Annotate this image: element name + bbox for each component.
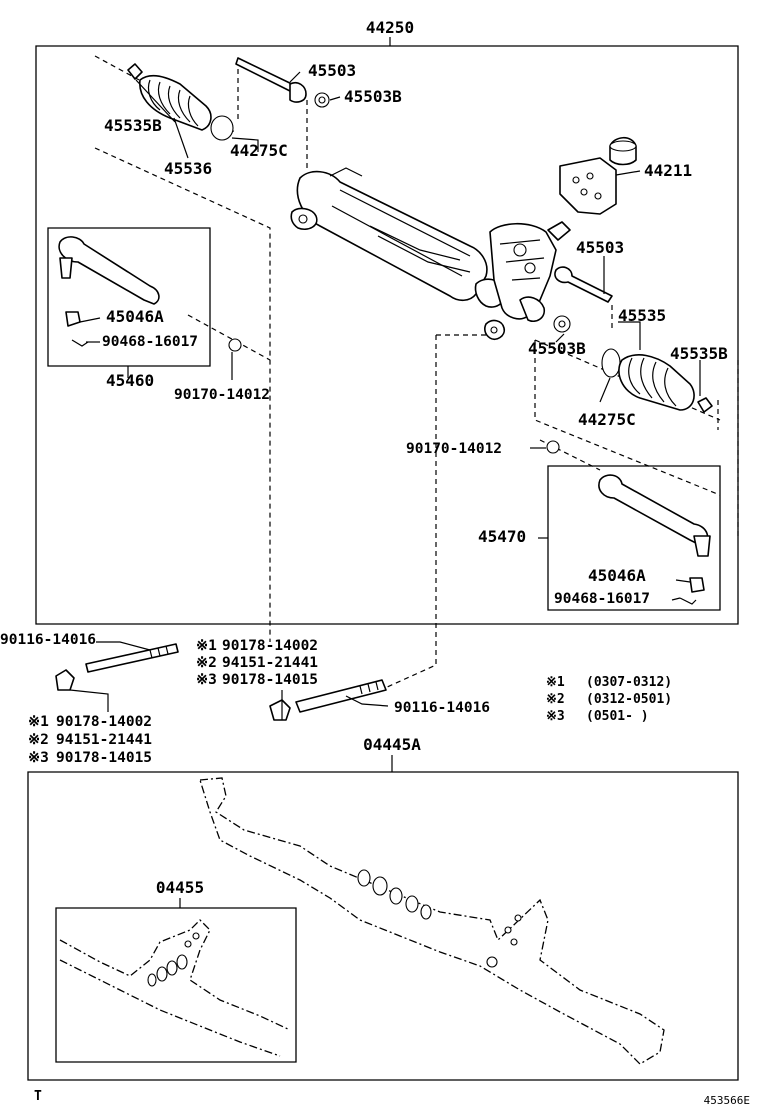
mounting-studs	[55, 643, 387, 721]
boot-left-group	[127, 63, 234, 141]
label-clip-right: 45535	[618, 306, 666, 325]
part-labels: 45503 45503B 45535B 45536 44275C 44211 4…	[0, 61, 728, 766]
o-ring-left-icon	[210, 115, 234, 141]
nut-variant-upper-3-mark: ※3	[196, 672, 217, 688]
tie-rod-end-right-icon	[598, 474, 709, 547]
tie-rod-right-icon	[554, 266, 613, 303]
label-ring-left: 44275C	[230, 141, 288, 160]
castle-nut-right-icon	[689, 577, 705, 593]
rack-housing	[290, 167, 571, 341]
label-tie-rod-upper: 45503	[308, 61, 356, 80]
o-ring-right-icon	[601, 348, 621, 378]
label-cotter-pin-left: 90468-16017	[102, 334, 198, 350]
stud-right-icon	[295, 679, 387, 713]
nut-variant-lower-3-part: 90178-14015	[56, 750, 152, 766]
date-note-2-range: (0312-0501)	[586, 692, 672, 707]
label-boot-left: 45536	[164, 159, 212, 178]
cotter-nut-right-icon	[546, 440, 560, 454]
nut-variant-lower-3-mark: ※3	[28, 750, 49, 766]
tie-rod-end-left-icon	[58, 236, 160, 305]
kit-label: 04445A	[363, 735, 421, 754]
nut-variant-upper-3-part: 90178-14015	[222, 672, 318, 688]
nut-variant-lower-2-mark: ※2	[28, 732, 49, 748]
label-cotter-pin-right: 90468-16017	[554, 591, 650, 607]
valve-outline-ghost-icon	[59, 919, 291, 1057]
nut-variant-upper-1-mark: ※1	[196, 638, 217, 654]
nut-variant-upper-1-part: 90178-14002	[222, 638, 318, 654]
label-cotter-nut-left: 90170-14012	[174, 387, 270, 403]
date-note-1-mark: ※1	[546, 675, 565, 690]
label-nut-upper: 45503B	[344, 87, 402, 106]
date-note-1-range: (0307-0312)	[586, 675, 672, 690]
control-valve-icon	[489, 222, 557, 320]
date-note-3-range: (0501- )	[586, 709, 649, 724]
label-castle-nut-left: 45046A	[106, 307, 164, 326]
valve-housing-icon	[559, 157, 617, 215]
inner-kit-label: 04455	[156, 878, 204, 897]
clip-left-icon	[127, 63, 143, 80]
date-note-3-mark: ※3	[546, 709, 565, 724]
label-clip-left: 45535B	[104, 116, 162, 135]
nut-right-icon	[269, 699, 291, 721]
nut-variant-upper-2-part: 94151-21441	[222, 655, 318, 671]
nut-variant-upper-2-mark: ※2	[196, 655, 217, 671]
label-ring-right: 44275C	[578, 410, 636, 429]
date-note-2-mark: ※2	[546, 692, 565, 707]
assembly-label: 44250	[366, 18, 414, 37]
left-tie-rod-end-box	[47, 227, 242, 367]
nut-variant-lower-1-part: 90178-14002	[56, 714, 152, 730]
leader-lines	[69, 71, 701, 720]
label-tie-rod-end-left: 45460	[106, 371, 154, 390]
label-valve-housing: 44211	[644, 161, 692, 180]
castle-nut-left-icon	[65, 311, 81, 327]
label-castle-nut-right: 45046A	[588, 566, 646, 585]
label-cotter-nut-right: 90170-14012	[406, 441, 502, 457]
label-tie-rod-end-right: 45470	[478, 527, 526, 546]
right-tie-rod-group	[546, 266, 713, 454]
nut-variant-lower-1-mark: ※1	[28, 714, 49, 730]
stud-left-icon	[85, 643, 179, 673]
label-nut-right: 45503B	[528, 339, 586, 358]
diagram-id: 453566E	[704, 1094, 750, 1107]
footer-mark: T	[34, 1089, 42, 1104]
label-stud-left: 90116-14016	[0, 632, 96, 648]
label-stud-right: 90116-14016	[394, 700, 490, 716]
clip-right-icon	[697, 397, 713, 413]
rack-housing-icon	[296, 170, 488, 302]
bellows-boot-left-icon	[139, 74, 212, 131]
tie-rod-upper-group	[235, 57, 330, 108]
assembly-44250: 44250	[35, 18, 739, 625]
label-tie-rod-right: 45503	[576, 238, 624, 257]
cotter-nut-left-icon	[228, 338, 242, 352]
valve-housing-group	[559, 136, 637, 215]
tie-rod-upper-icon	[235, 57, 297, 93]
right-tie-rod-end-box	[547, 465, 721, 611]
footer: T 453566E	[34, 1089, 750, 1107]
kit-04445A: 04445A 04455	[27, 735, 739, 1081]
nut-left-icon	[55, 669, 75, 691]
rack-outline-ghost-icon	[199, 777, 665, 1065]
nut-variant-lower-2-part: 94151-21441	[56, 732, 152, 748]
label-clip-right-b: 45535B	[670, 344, 728, 363]
bellows-boot-right-icon	[618, 354, 695, 411]
